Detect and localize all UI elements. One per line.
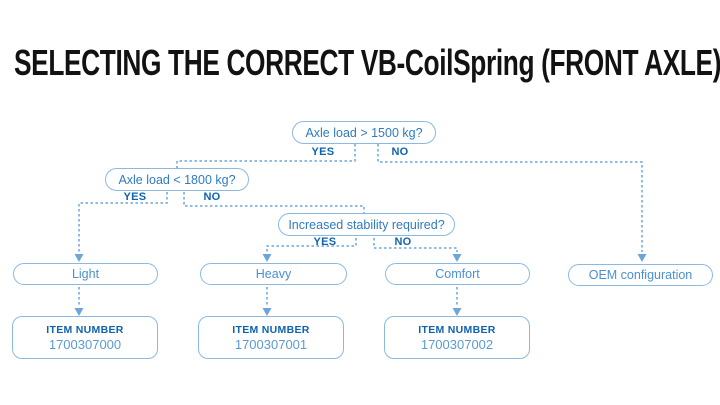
- item-number-box: ITEM NUMBER 1700307001: [198, 316, 344, 359]
- no-label: NO: [203, 191, 221, 203]
- decision-question: Axle load > 1500 kg?: [305, 125, 423, 140]
- page-title: SELECTING THE CORRECT VB-CoilSpring (FRO…: [14, 42, 720, 83]
- yes-label: YES: [123, 191, 147, 203]
- decision-pill-axle-load-1800: Axle load < 1800 kg?: [105, 168, 249, 191]
- result-label: Heavy: [255, 267, 292, 281]
- item-number-box: ITEM NUMBER 1700307002: [384, 316, 530, 359]
- result-pill-light: Light: [13, 263, 158, 285]
- decision-pill-axle-load-1500: Axle load > 1500 kg?: [292, 121, 436, 144]
- no-label: NO: [391, 146, 409, 158]
- yes-label: YES: [311, 146, 335, 158]
- result-pill-heavy: Heavy: [200, 263, 347, 285]
- result-label: OEM configuration: [588, 268, 693, 282]
- decision-pill-increased-stability: Increased stability required?: [278, 213, 455, 236]
- decision-question: Increased stability required?: [288, 217, 445, 232]
- item-number-value: 1700307002: [420, 336, 494, 352]
- result-pill-comfort: Comfort: [385, 263, 530, 285]
- result-label: Comfort: [435, 267, 480, 281]
- result-pill-oem-configuration: OEM configuration: [568, 264, 713, 286]
- item-number-heading: ITEM NUMBER: [418, 323, 496, 336]
- no-label: NO: [394, 236, 412, 248]
- item-number-heading: ITEM NUMBER: [46, 323, 124, 336]
- item-number-value: 1700307001: [234, 336, 308, 352]
- yes-label: YES: [313, 236, 337, 248]
- arrow-down-icons: [74, 254, 647, 316]
- item-number-box: ITEM NUMBER 1700307000: [12, 316, 158, 359]
- item-number-value: 1700307000: [48, 336, 122, 352]
- decision-question: Axle load < 1800 kg?: [118, 172, 236, 187]
- item-number-heading: ITEM NUMBER: [232, 323, 310, 336]
- result-label: Light: [71, 267, 100, 281]
